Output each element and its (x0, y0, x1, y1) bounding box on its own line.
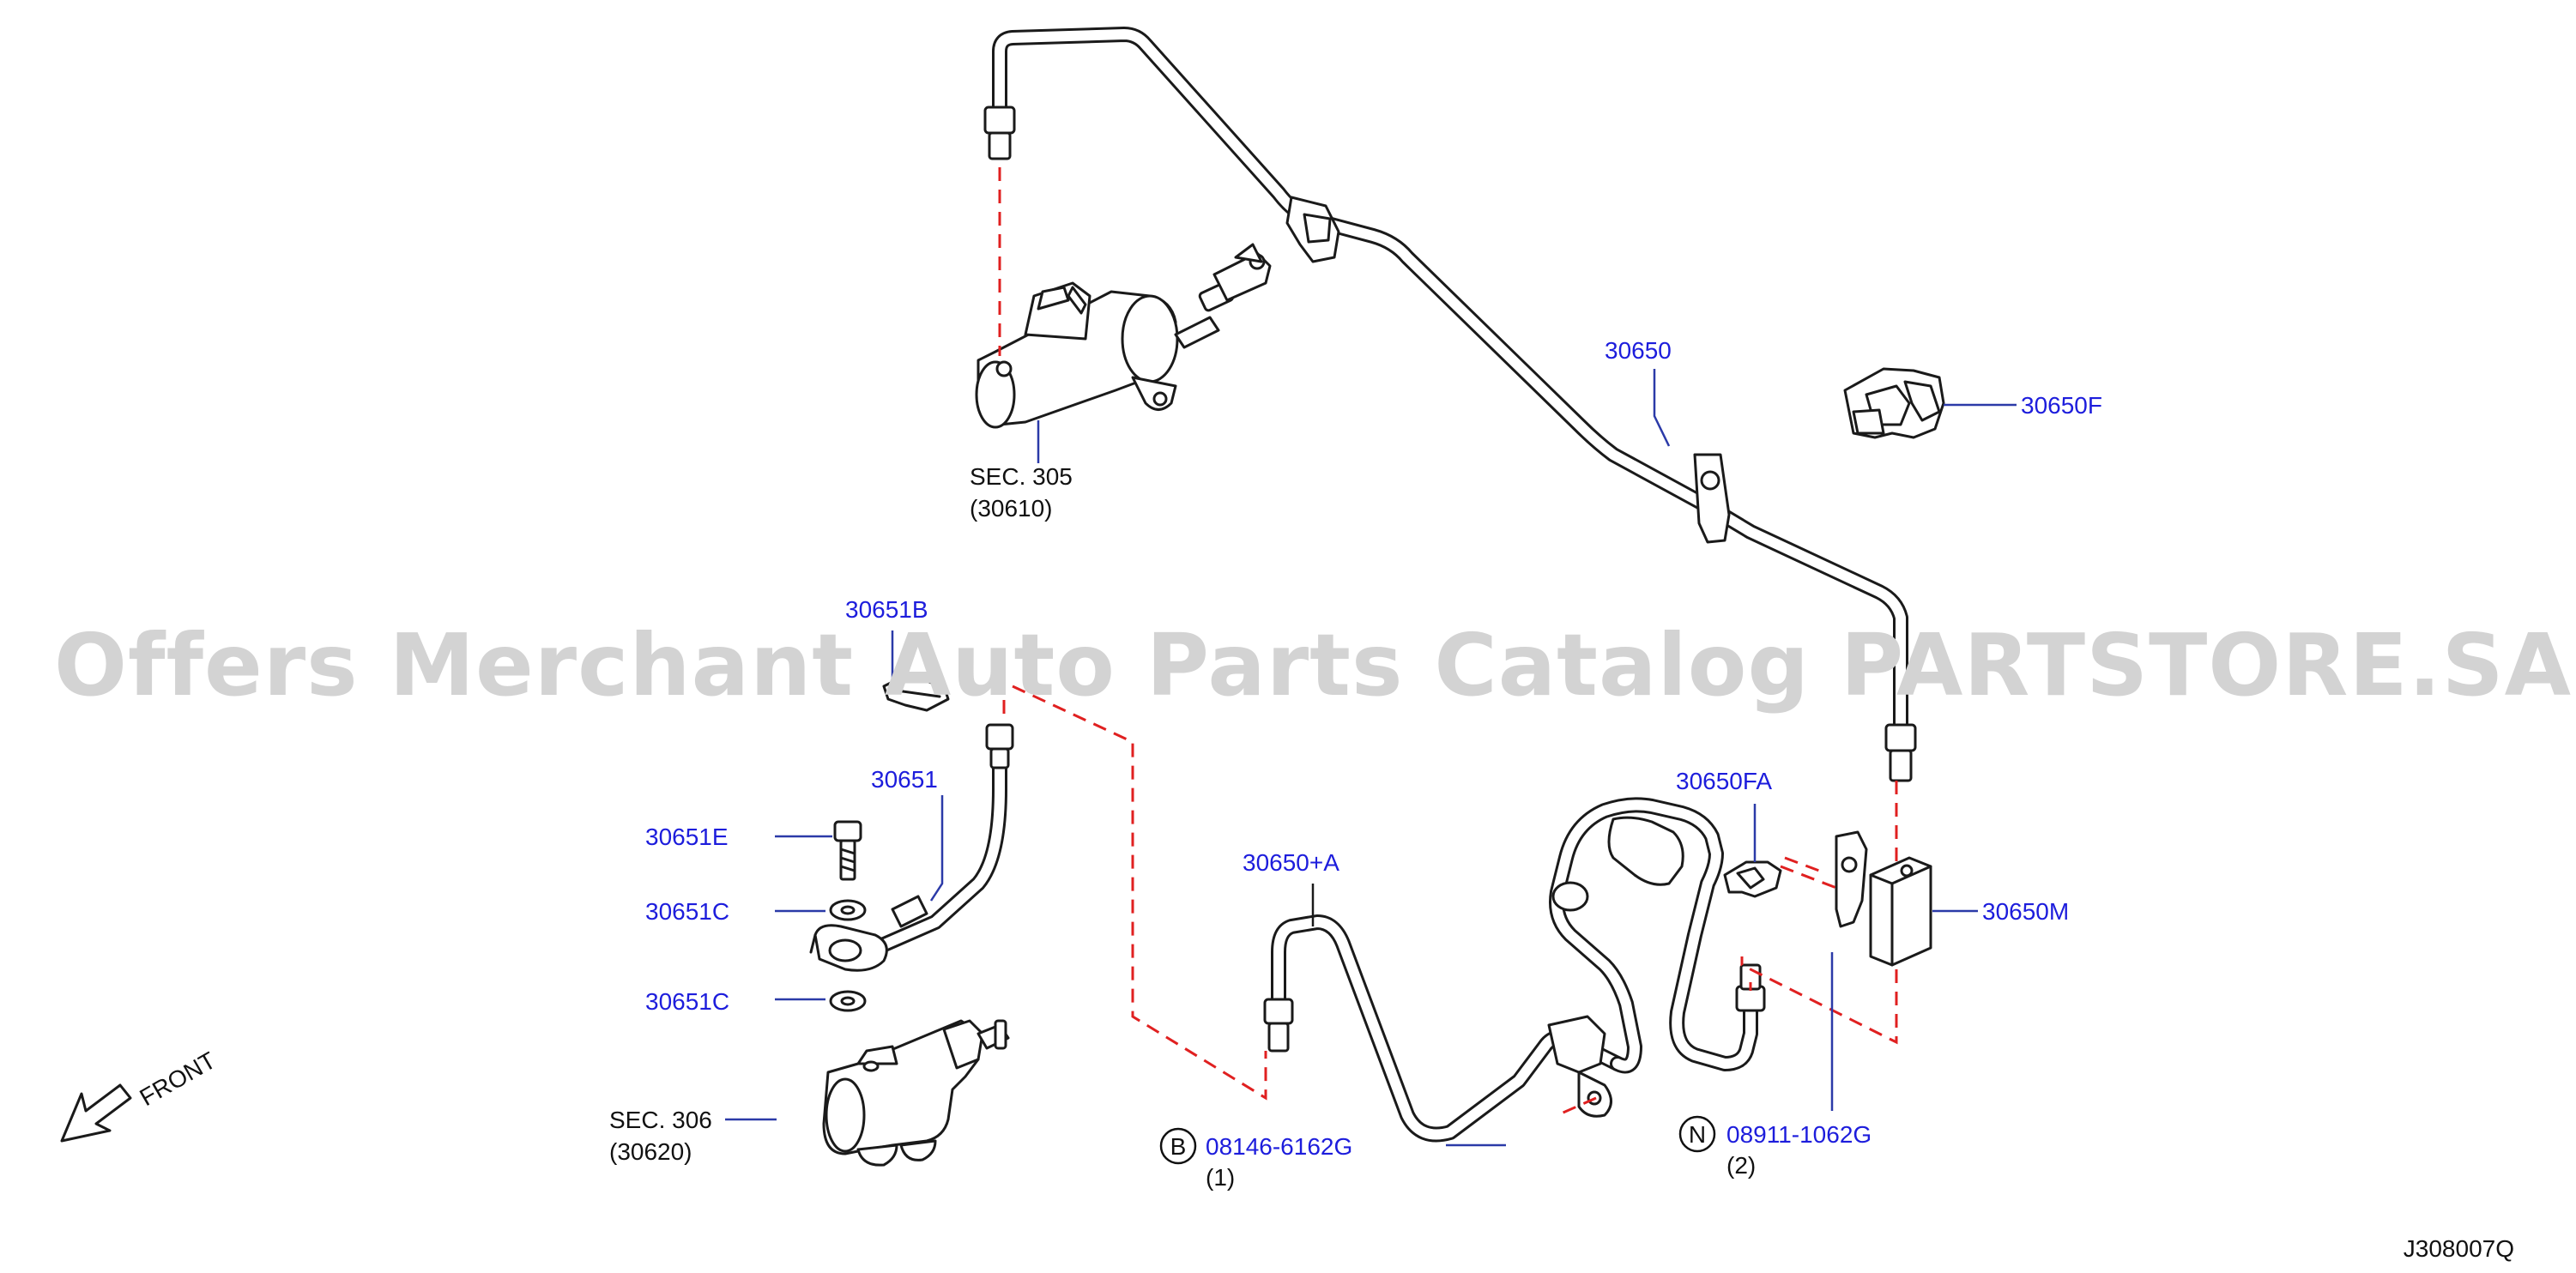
part-labels: 30650 30650F SEC. 305 (30610) 30651B 306… (609, 337, 2102, 1165)
label-30651C-bottom[interactable]: 30651C (645, 988, 729, 1015)
clip-30650F[interactable] (1843, 367, 1945, 439)
label-sec305[interactable]: SEC. 305 (970, 463, 1073, 490)
clutch-hose-30651[interactable] (809, 723, 1014, 972)
fastener-quantity: (2) (1726, 1152, 1756, 1179)
clip-30650FA[interactable] (1723, 860, 1782, 898)
clutch-master-cylinder[interactable] (975, 243, 1272, 429)
diagram-id: J308007Q (2404, 1235, 2514, 1262)
fastener-part-number: 08911-1062G (1726, 1121, 1872, 1148)
front-indicator: FRONT (60, 1047, 221, 1143)
fastener-callout-n[interactable]: N 08911-1062G (2) (1678, 1115, 1872, 1179)
label-30651[interactable]: 30651 (871, 766, 938, 793)
clamp-30651B[interactable] (882, 676, 950, 712)
front-arrow-icon (60, 1083, 132, 1143)
assembly-dash-lines (998, 167, 1898, 1117)
label-sec306[interactable]: SEC. 306 (609, 1107, 712, 1133)
fastener-symbol: B (1170, 1133, 1187, 1160)
fastener-quantity: (1) (1206, 1164, 1235, 1191)
washer-30651C-bottom[interactable] (829, 990, 867, 1012)
bolt-30651E[interactable] (833, 820, 862, 881)
label-30650M[interactable]: 30650M (1982, 898, 2069, 925)
label-30650FA[interactable]: 30650FA (1676, 768, 1772, 794)
clutch-operating-cylinder[interactable] (822, 1019, 1010, 1167)
leader-lines (725, 369, 2017, 1147)
clutch-pipe-30650[interactable] (983, 27, 1917, 782)
label-30651B[interactable]: 30651B (845, 596, 928, 623)
label-30651C-top[interactable]: 30651C (645, 898, 729, 925)
label-sec306-code: (30620) (609, 1138, 692, 1165)
fastener-part-number: 08146-6162G (1206, 1133, 1352, 1160)
fastener-symbol: N (1689, 1121, 1706, 1148)
label-sec305-code: (30610) (970, 495, 1053, 522)
bracket-30650M[interactable] (1835, 830, 1932, 967)
label-30650[interactable]: 30650 (1605, 337, 1672, 364)
fastener-symbol-circle (1678, 1115, 1716, 1153)
front-label: FRONT (136, 1047, 221, 1111)
label-30651E[interactable]: 30651E (645, 824, 729, 850)
fastener-symbol-circle (1159, 1127, 1197, 1165)
clutch-pipe-30650A[interactable] (1263, 797, 1766, 1143)
label-30650F[interactable]: 30650F (2021, 392, 2102, 419)
watermark: Offers Merchant Auto Parts Catalog PARTS… (54, 615, 2572, 715)
fastener-callout-b[interactable]: B 08146-6162G (1) (1159, 1127, 1352, 1191)
label-30650A[interactable]: 30650+A (1243, 849, 1339, 876)
washer-30651C-top[interactable] (829, 899, 867, 921)
